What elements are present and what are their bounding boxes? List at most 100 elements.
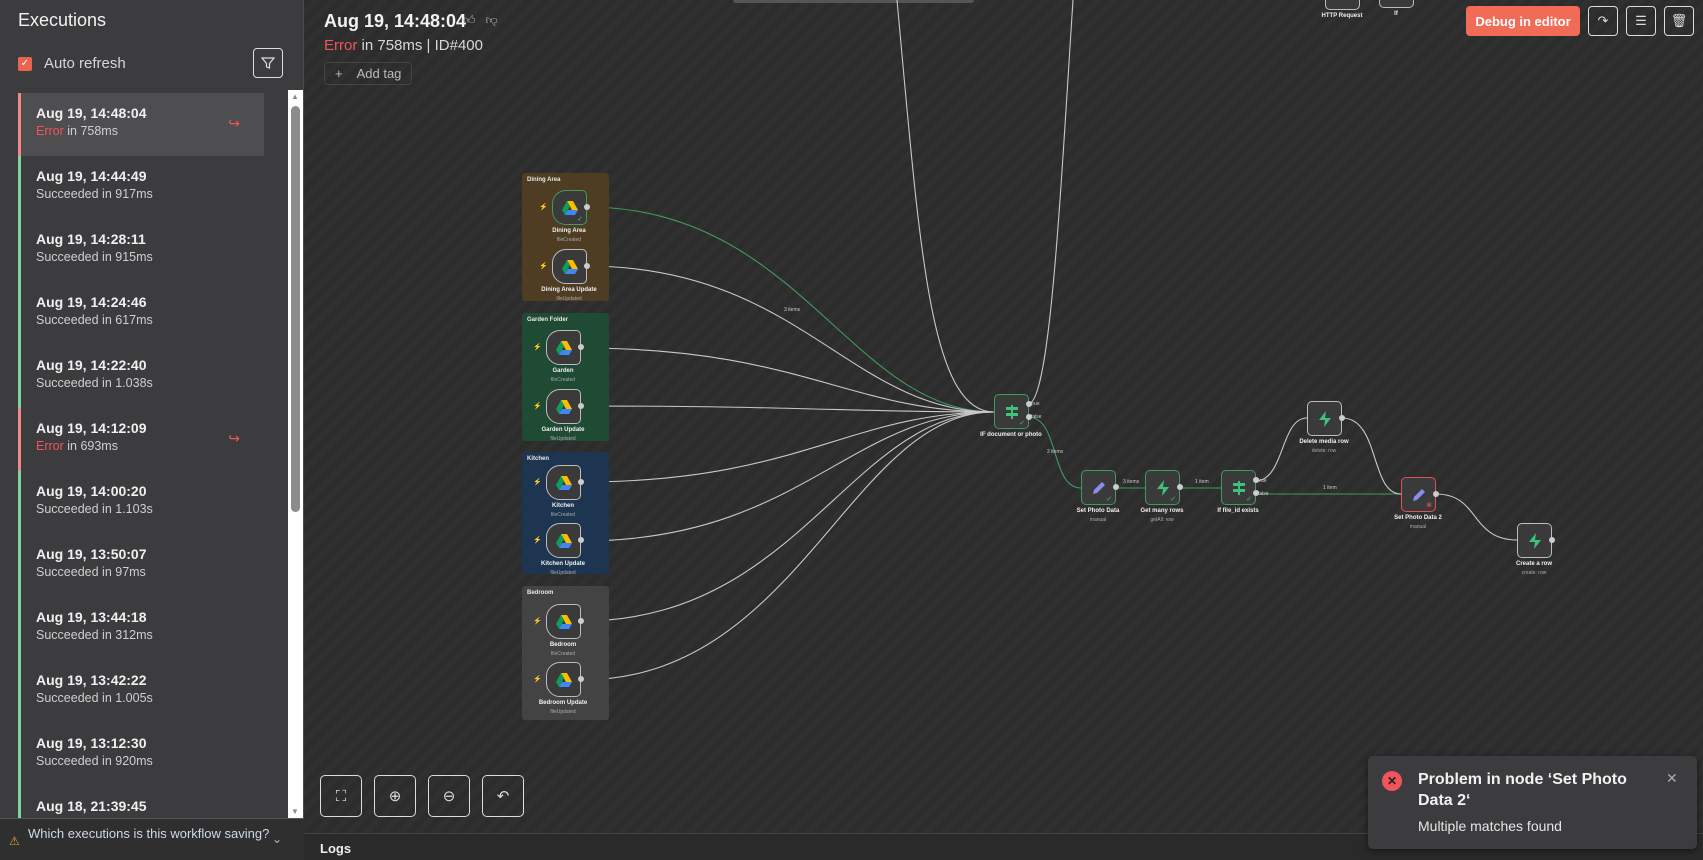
node-create-row[interactable] [1517, 523, 1552, 558]
add-tag-button[interactable]: +Add tag [324, 62, 413, 85]
saving-info-toggle[interactable]: ⚠Which executions is this workflow savin… [0, 818, 304, 860]
port-label: false [1258, 491, 1269, 497]
edge [580, 411, 995, 542]
node-subtitle: create: row [1521, 570, 1547, 576]
node-label: Garden Update [541, 427, 585, 433]
execution-status: Error in 693ms [36, 439, 118, 453]
output-port[interactable] [578, 676, 584, 682]
node-bedroom[interactable] [546, 604, 581, 639]
output-port[interactable] [578, 618, 584, 624]
output-port[interactable] [1026, 414, 1032, 420]
filter-button[interactable] [253, 48, 283, 78]
port-label: true [1258, 478, 1267, 484]
output-port[interactable] [1253, 490, 1259, 496]
delete-button[interactable]: 🗑︎ [1664, 6, 1694, 36]
execution-item[interactable]: Aug 18, 21:39:45Succeeded in 1.2s [18, 786, 264, 818]
node-bedroom-upd[interactable] [546, 662, 581, 697]
retry-button[interactable]: ↷ [1588, 6, 1618, 36]
node-label: Set Photo Data 2 [1394, 515, 1442, 521]
thumbs-down-icon[interactable]: 👎︎ [485, 13, 498, 27]
fit-view-button[interactable]: ⛶ [320, 775, 362, 817]
auto-refresh-label: Auto refresh [44, 55, 126, 72]
output-port[interactable] [1339, 415, 1345, 421]
retry-icon[interactable]: ↪ [228, 115, 240, 131]
scrollbar-thumb[interactable] [291, 106, 300, 512]
zoom-out-button[interactable]: ⊖ [428, 775, 470, 817]
port-label: false [1031, 414, 1042, 420]
node-http[interactable] [1325, 0, 1360, 10]
auto-refresh-toggle[interactable]: ✓ Auto refresh [18, 55, 126, 72]
node-get-rows[interactable]: ✓ [1145, 470, 1180, 505]
node-dining[interactable]: ✓ [552, 190, 587, 225]
output-port[interactable] [578, 537, 584, 543]
execution-status: Succeeded in 920ms [36, 754, 153, 768]
debug-in-editor-button[interactable]: Debug in editor [1466, 6, 1580, 36]
thumbs-up-icon[interactable]: 👍︎ [463, 13, 476, 27]
output-port[interactable] [584, 263, 590, 269]
execution-status: Succeeded in 312ms [36, 628, 153, 642]
node-set-photo-2[interactable]: ⊗ [1401, 477, 1436, 512]
edge-label: 3 items [784, 307, 801, 313]
scroll-down-icon[interactable]: ▼ [291, 807, 299, 816]
output-port[interactable] [578, 403, 584, 409]
node-dining-upd[interactable] [552, 249, 587, 284]
node-kitchen-upd[interactable] [546, 523, 581, 558]
output-port[interactable] [1177, 484, 1183, 490]
node-subtitle: manual [1409, 524, 1427, 530]
output-port[interactable] [1113, 484, 1119, 490]
output-port[interactable] [1253, 477, 1259, 483]
node-delete-row[interactable] [1307, 401, 1342, 436]
execution-status: Succeeded in 1.005s [36, 691, 153, 705]
node-set-photo[interactable]: ✓ [1081, 470, 1116, 505]
close-icon[interactable]: ✕ [1666, 770, 1678, 786]
node-garden-upd[interactable] [546, 389, 581, 424]
scroll-up-icon[interactable]: ▲ [291, 92, 299, 101]
execution-time: Aug 19, 14:44:49 [36, 168, 147, 184]
edge [580, 411, 995, 622]
node-if-doc[interactable]: ✓ [994, 394, 1029, 429]
output-port[interactable] [1433, 491, 1439, 497]
group-label: Garden Folder [527, 317, 569, 323]
output-port[interactable] [578, 479, 584, 485]
node-if-top[interactable] [1379, 0, 1414, 8]
execution-status: Succeeded in 917ms [36, 187, 153, 201]
node-label: Dining Area Update [541, 287, 597, 293]
output-port[interactable] [1549, 537, 1555, 543]
execution-status: Succeeded in 915ms [36, 250, 153, 264]
trigger-bolt-icon: ⚡ [533, 537, 542, 544]
edge [580, 405, 995, 413]
node-subtitle: manual [1089, 517, 1107, 523]
success-check-icon: ✓ [1019, 420, 1025, 427]
node-if-file[interactable]: ✓ [1221, 470, 1256, 505]
google-drive-icon [555, 475, 572, 490]
output-port[interactable] [1026, 401, 1032, 407]
node-subtitle: fileCreated [550, 651, 576, 657]
execution-status: Error in 758ms [36, 124, 118, 138]
node-subtitle: delete: row [1311, 448, 1337, 454]
reset-zoom-button[interactable]: ↶ [482, 775, 524, 817]
scrollbar[interactable]: ▲▼ [288, 90, 303, 818]
annotate-button[interactable]: ☰ [1626, 6, 1656, 36]
output-port[interactable] [578, 344, 584, 350]
zoom-in-button[interactable]: ⊕ [374, 775, 416, 817]
top-panel-edge [733, 0, 974, 3]
node-kitchen[interactable] [546, 465, 581, 500]
execution-time: Aug 19, 13:44:18 [36, 609, 147, 625]
checkbox-checked-icon[interactable]: ✓ [18, 56, 32, 71]
node-garden[interactable] [546, 330, 581, 365]
retry-icon[interactable]: ↪ [228, 430, 240, 446]
fullscreen-icon: ⛶ [335, 787, 347, 805]
output-port[interactable] [584, 204, 590, 210]
